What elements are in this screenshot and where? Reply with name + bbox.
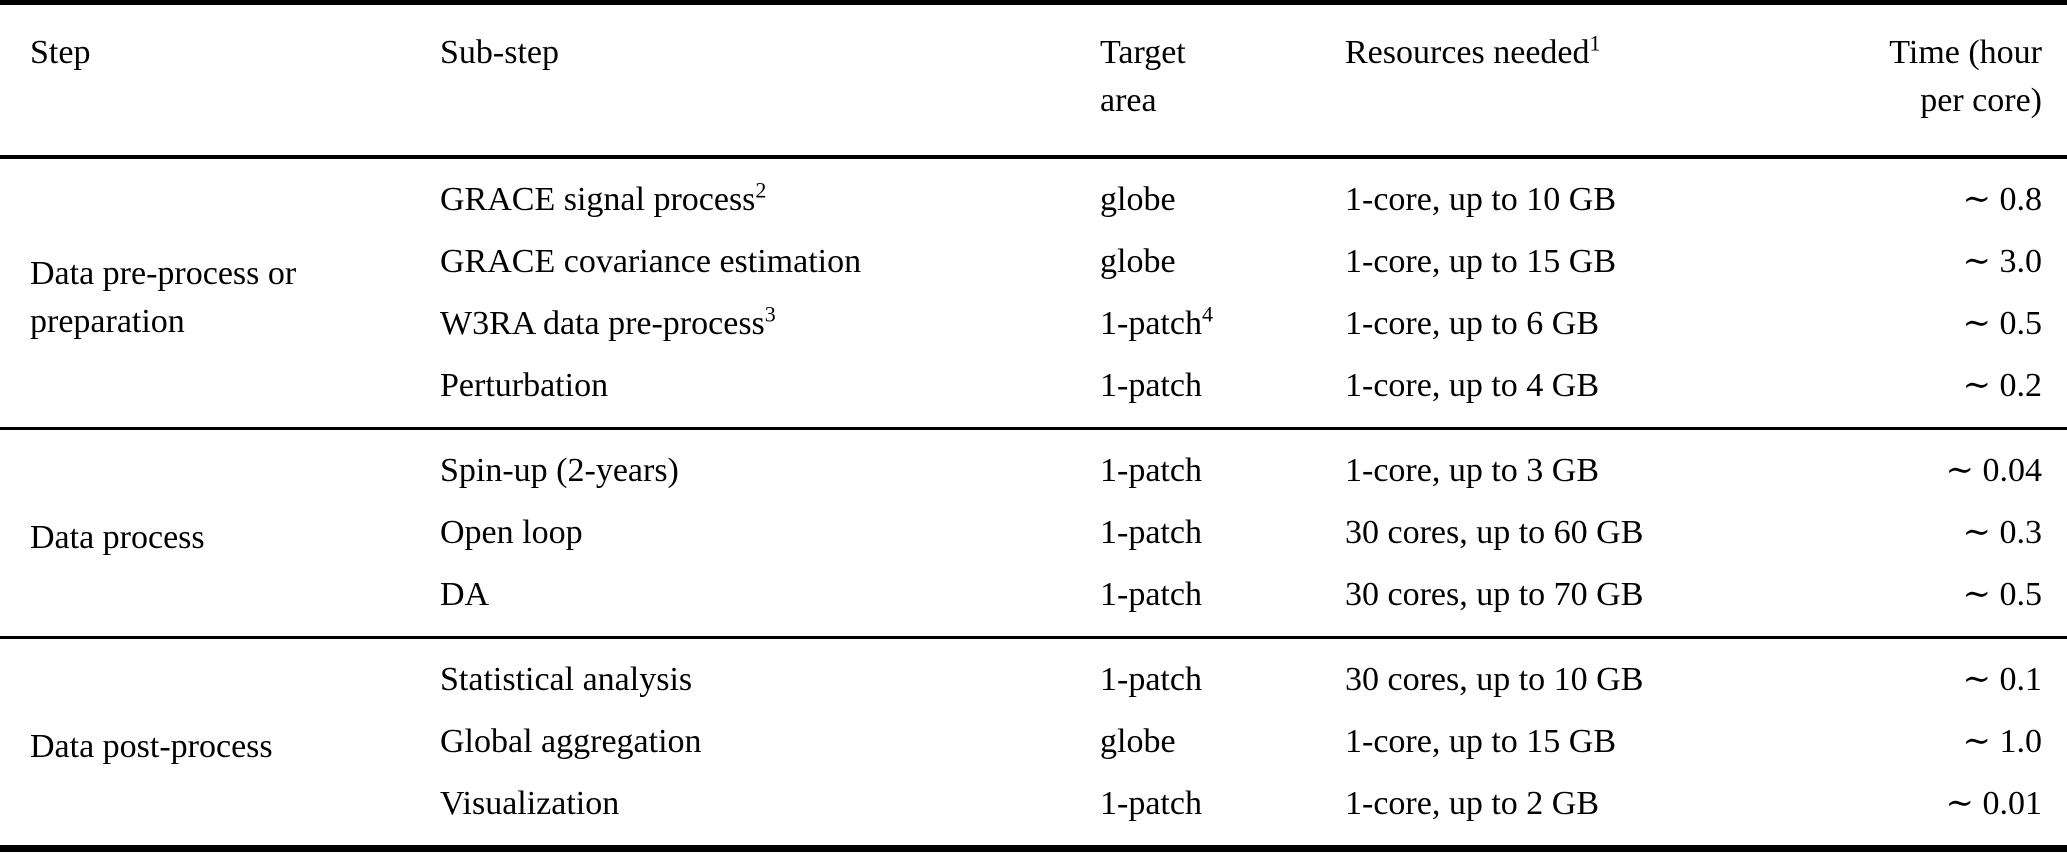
table-row: DA 1-patch 30 cores, up to 70 GB ∼ 0.5	[0, 564, 2067, 638]
target-cell: globe	[1100, 231, 1345, 293]
table-row: Data process Spin-up (2-years) 1-patch 1…	[0, 429, 2067, 556]
footnote-marker-4: 4	[1201, 301, 1213, 327]
substep-cell: Perturbation	[440, 355, 1100, 429]
time-cell: ∼ 0.8	[1962, 181, 2043, 218]
time-cell: ∼ 0.2	[1962, 367, 2043, 404]
target-label: 1-patch	[1100, 576, 1202, 613]
resources-cell: 1-core, up to 6 GB	[1345, 305, 1600, 342]
substep-label: GRACE signal process	[440, 181, 756, 218]
table-row: Global aggregation globe 1-core, up to 1…	[0, 711, 2067, 773]
substep-label: Statistical analysis	[440, 661, 693, 698]
table-row: Open loop 1-patch 30 cores, up to 60 GB …	[0, 502, 2067, 564]
target-cell: 1-patch	[1100, 502, 1345, 564]
substep-cell: Statistical analysis	[440, 638, 1100, 712]
resources-cell: 30 cores, up to 10 GB	[1345, 661, 1644, 698]
substep-cell: Global aggregation	[440, 711, 1100, 773]
col-header-time: Time (hour per core)	[1815, 2, 2067, 159]
footnote-marker-3: 3	[764, 301, 776, 327]
col-header-time-label: Time (hour per core)	[1889, 34, 2042, 119]
time-cell: ∼ 0.5	[1962, 576, 2043, 613]
substep-cell: Open loop	[440, 502, 1100, 564]
substep-label: Global aggregation	[440, 723, 702, 760]
table-row: W3RA data pre-process3 1-patch4 1-core, …	[0, 293, 2067, 355]
time-cell: ∼ 3.0	[1962, 243, 2043, 280]
time-cell: ∼ 0.01	[1945, 785, 2043, 822]
resources-cell: 1-core, up to 15 GB	[1345, 243, 1617, 280]
resources-cell: 1-core, up to 3 GB	[1345, 452, 1600, 489]
substep-cell: Spin-up (2-years)	[440, 429, 1100, 503]
target-label: globe	[1100, 723, 1176, 760]
substep-label: Open loop	[440, 514, 583, 551]
resources-cell: 1-core, up to 2 GB	[1345, 785, 1600, 822]
group-data-post-process: Data post-process Statistical analysis 1…	[0, 637, 2067, 849]
substep-label: Visualization	[440, 785, 620, 822]
target-label: 1-patch	[1100, 514, 1202, 551]
substep-label: GRACE covariance estimation	[440, 243, 862, 280]
resources-cell: 1-core, up to 15 GB	[1345, 723, 1617, 760]
step-cell: Data post-process	[30, 728, 273, 765]
target-label: 1-patch	[1100, 452, 1202, 489]
time-cell: ∼ 1.0	[1962, 723, 2043, 760]
time-cell: ∼ 0.1	[1962, 661, 2043, 698]
table-row: Data post-process Statistical analysis 1…	[0, 638, 2067, 765]
resources-cell: 30 cores, up to 70 GB	[1345, 576, 1644, 613]
resources-cell: 30 cores, up to 60 GB	[1345, 514, 1644, 551]
target-label: 1-patch	[1100, 661, 1202, 698]
substep-label: Spin-up (2-years)	[440, 452, 679, 489]
col-header-target-label: Target area	[1100, 34, 1186, 119]
target-label: 1-patch	[1100, 305, 1202, 342]
col-header-resources-label: Resources needed	[1345, 34, 1590, 71]
table-header: Step Sub-step Target area Resources need…	[0, 2, 2067, 159]
footnote-marker-1: 1	[1589, 30, 1601, 56]
target-cell: 1-patch	[1100, 564, 1345, 638]
time-cell: ∼ 0.3	[1962, 514, 2043, 551]
substep-cell: Visualization	[440, 773, 1100, 849]
step-cell: Data pre-process or preparation	[30, 255, 297, 340]
group-data-pre-process: Data pre-process or preparation GRACE si…	[0, 157, 2067, 429]
target-label: 1-patch	[1100, 785, 1202, 822]
target-label: globe	[1100, 181, 1176, 218]
substep-label: DA	[440, 576, 490, 613]
target-cell: 1-patch	[1100, 638, 1345, 712]
time-cell: ∼ 0.5	[1962, 305, 2043, 342]
table-row: Data pre-process or preparation GRACE si…	[0, 157, 2067, 340]
col-header-resources: Resources needed1	[1345, 2, 1815, 159]
substep-cell: GRACE covariance estimation	[440, 231, 1100, 293]
substep-label: Perturbation	[440, 367, 609, 404]
group-data-process: Data process Spin-up (2-years) 1-patch 1…	[0, 428, 2067, 638]
target-cell: 1-patch	[1100, 355, 1345, 429]
step-cell: Data process	[30, 519, 205, 556]
substep-cell: DA	[440, 564, 1100, 638]
target-cell: globe	[1100, 711, 1345, 773]
table-row: Visualization 1-patch 1-core, up to 2 GB…	[0, 773, 2067, 849]
target-label: 1-patch	[1100, 367, 1202, 404]
footnote-marker-2: 2	[755, 177, 767, 203]
header-row: Step Sub-step Target area Resources need…	[0, 2, 2067, 159]
col-header-step: Step	[0, 2, 440, 159]
target-label: globe	[1100, 243, 1176, 280]
substep-cell: W3RA data pre-process3	[440, 293, 1100, 355]
col-header-substep: Sub-step	[440, 2, 1100, 159]
target-cell: 1-patch4	[1100, 293, 1345, 355]
target-cell: globe	[1100, 157, 1345, 231]
col-header-target: Target area	[1100, 2, 1345, 159]
target-cell: 1-patch	[1100, 429, 1345, 503]
target-cell: 1-patch	[1100, 773, 1345, 849]
resources-cell: 1-core, up to 10 GB	[1345, 181, 1617, 218]
time-cell: ∼ 0.04	[1945, 452, 2043, 489]
table-row: Perturbation 1-patch 1-core, up to 4 GB …	[0, 355, 2067, 429]
table-row: GRACE covariance estimation globe 1-core…	[0, 231, 2067, 293]
substep-label: W3RA data pre-process	[440, 305, 765, 342]
substep-cell: GRACE signal process2	[440, 157, 1100, 231]
resources-cell: 1-core, up to 4 GB	[1345, 367, 1600, 404]
